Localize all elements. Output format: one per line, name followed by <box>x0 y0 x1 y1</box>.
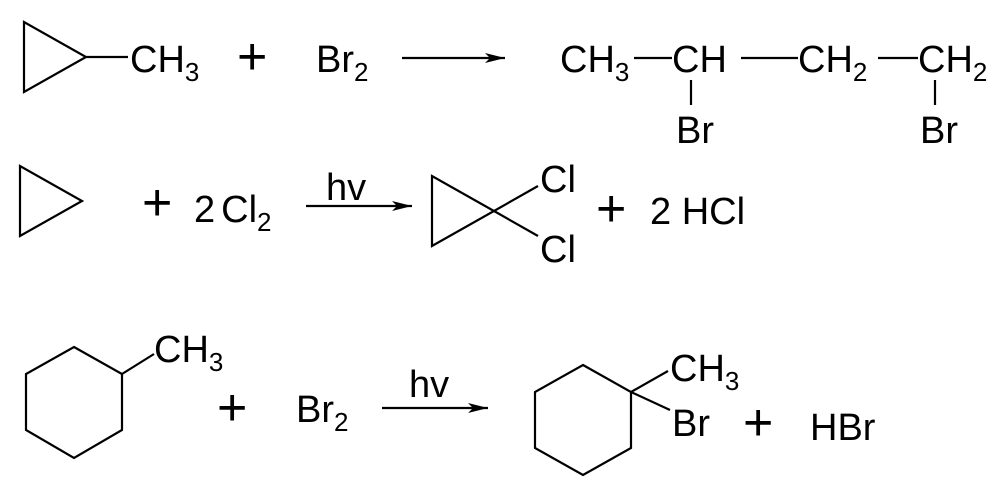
plus-sign: + <box>596 180 626 238</box>
reaction-1: CH3 + Br2 CH3 CH CH2 CH2 Br Br <box>22 20 987 152</box>
product-ch2-a: CH2 <box>798 39 867 87</box>
condition-hv: hv <box>409 364 449 406</box>
cyclopropane-ring <box>430 174 497 248</box>
cl-bottom: Cl <box>540 229 576 271</box>
product-ch3: CH3 <box>560 39 629 87</box>
product-ch3: CH3 <box>670 348 739 396</box>
dichlorocyclopropane-product: Cl Cl <box>430 159 576 271</box>
methylcyclohexane: CH3 <box>24 329 223 460</box>
methyl-subscript: 3 <box>185 57 199 87</box>
bond-c-br <box>630 391 671 411</box>
bromine-reagent: Br2 <box>316 39 368 87</box>
methylcyclopropane: CH3 <box>22 20 199 94</box>
product-br-2: Br <box>920 110 958 152</box>
bond-c-ch3 <box>630 370 669 393</box>
bond-c-cl-bottom <box>493 210 539 237</box>
cyclohexane-ring <box>24 345 124 460</box>
dibromobutane-product: CH3 CH CH2 CH2 Br Br <box>560 39 987 152</box>
svg-text:CH3: CH3 <box>130 39 199 87</box>
product-ch2-b: CH2 <box>918 39 987 87</box>
plus-sign: + <box>217 379 247 437</box>
bond-c-cl-top <box>493 185 539 212</box>
cyclohexane-ring <box>533 363 633 477</box>
plus-sign: + <box>142 174 172 232</box>
byproduct-hbr: HBr <box>810 407 876 449</box>
methyl-bond <box>121 353 155 375</box>
cyclopropane-ring <box>22 20 89 94</box>
byproduct-hcl: 2 HCl <box>650 191 745 233</box>
bromomethylcyclohexane-product: CH3 Br <box>533 348 739 477</box>
product-br-1: Br <box>676 110 714 152</box>
methyl-label: CH3 <box>154 329 223 377</box>
methyl-label: CH <box>130 39 185 81</box>
bromine-reagent: Br2 <box>296 389 348 437</box>
condition-hv: hv <box>326 167 366 209</box>
plus-sign: + <box>743 394 773 452</box>
cyclopropane-ring <box>18 164 85 238</box>
product-ch: CH <box>672 39 727 81</box>
reaction-3: CH3 + Br2 hv CH3 Br + HBr <box>24 329 876 477</box>
product-br: Br <box>672 403 710 445</box>
plus-sign: + <box>237 28 267 86</box>
cl-top: Cl <box>540 159 576 201</box>
